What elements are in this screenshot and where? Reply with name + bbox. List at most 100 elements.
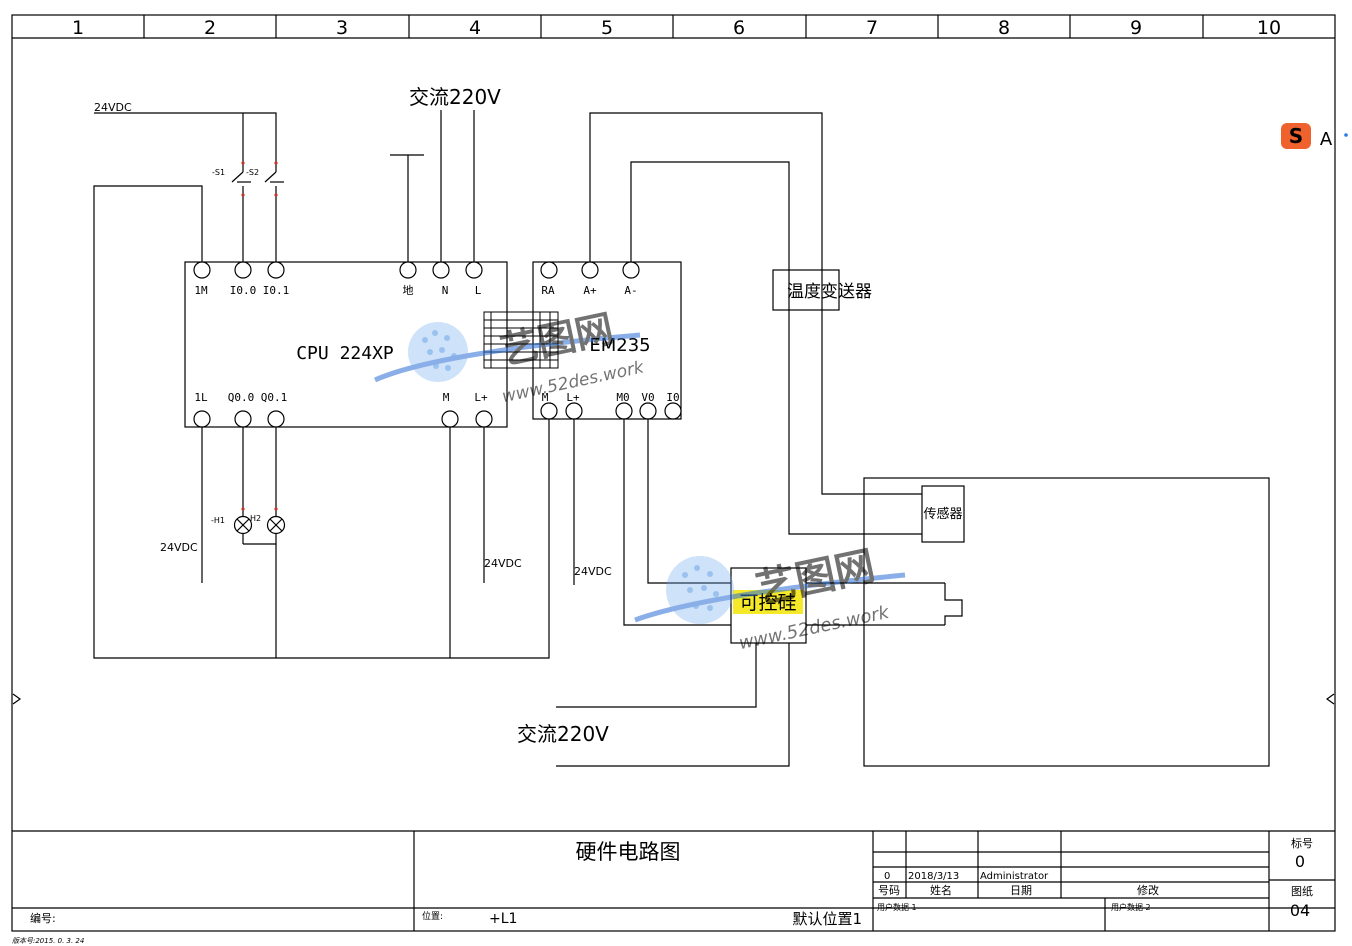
position-value: +L1 bbox=[489, 911, 517, 927]
column-number: 6 bbox=[733, 17, 745, 39]
drawing-frame bbox=[11, 14, 1336, 932]
s2-label: -S2 bbox=[246, 168, 259, 177]
cpu-terminal-label: 1M bbox=[194, 284, 208, 297]
column-number: 3 bbox=[336, 17, 348, 39]
s1-label: -S1 bbox=[212, 168, 225, 177]
drawing-title: 硬件电路图 bbox=[576, 840, 681, 864]
cpu-terminal-label: L bbox=[475, 284, 482, 297]
terminal-n bbox=[432, 261, 450, 279]
cpu-name: CPU 224XP bbox=[296, 343, 394, 364]
terminal-i0 bbox=[664, 402, 682, 420]
watermark-text: 艺图网 bbox=[497, 306, 618, 373]
terminal-q00 bbox=[234, 410, 252, 428]
cpu-terminal-label: M bbox=[443, 391, 450, 404]
labels: 24VDC -S1 -S2 交流220V 1M I0.0 I0.1 地 N L … bbox=[94, 85, 963, 746]
em-terminal-label: V0 bbox=[641, 391, 654, 404]
dc-label-top: 24VDC bbox=[94, 101, 132, 114]
user-data-1: 用户数据 1 bbox=[877, 902, 917, 912]
header-modify: 修改 bbox=[1137, 883, 1159, 897]
column-number: 5 bbox=[601, 17, 613, 39]
terminal-l bbox=[465, 261, 483, 279]
h2-label: H2 bbox=[250, 514, 261, 523]
em-terminal-label: L+ bbox=[566, 391, 580, 404]
column-number: 4 bbox=[469, 17, 481, 39]
ime-s-icon: S bbox=[1289, 124, 1303, 148]
header-date: 日期 bbox=[1010, 884, 1032, 897]
position-label: 位置: bbox=[422, 910, 443, 922]
cpu-terminal-label: Q0.1 bbox=[261, 391, 288, 404]
column-number: 7 bbox=[866, 17, 878, 39]
transmitter-label: 温度变送器 bbox=[787, 282, 872, 302]
em-terminal-label: I0 bbox=[666, 391, 679, 404]
dc-label-out: 24VDC bbox=[160, 541, 198, 554]
dc-label-em: 24VDC bbox=[574, 565, 612, 578]
terminal-ground bbox=[399, 261, 417, 279]
column-number: 1 bbox=[72, 17, 84, 39]
number-label: 编号: bbox=[30, 911, 56, 925]
transmitter-box bbox=[772, 269, 840, 311]
ime-dot-icon bbox=[1344, 133, 1348, 137]
user-data-2: 用户数据 2 bbox=[1111, 902, 1151, 912]
lamp-h1-icon bbox=[233, 515, 253, 535]
dc-label-cpu: 24VDC bbox=[484, 557, 522, 570]
module-boxes bbox=[184, 261, 1270, 767]
terminal-a-plus bbox=[581, 261, 599, 279]
lamp-h2-icon bbox=[266, 515, 286, 535]
mark-label: 标号 bbox=[1291, 836, 1313, 850]
column-number: 8 bbox=[998, 17, 1010, 39]
terminal-i01 bbox=[267, 261, 285, 279]
terminal-lplus bbox=[475, 410, 493, 428]
column-number: 9 bbox=[1130, 17, 1142, 39]
watermark-text: 艺图网 bbox=[752, 543, 879, 613]
em-terminal-label: A+ bbox=[583, 284, 597, 297]
terminal-ra bbox=[540, 261, 558, 279]
em-terminal-label: M bbox=[542, 391, 549, 404]
cpu-terminal-label: 地 bbox=[403, 284, 414, 297]
ac-label-bottom: 交流220V bbox=[517, 722, 609, 746]
switch-s2 bbox=[264, 163, 284, 195]
terminal-i00 bbox=[234, 261, 252, 279]
cpu-terminal-label: 1L bbox=[194, 391, 208, 404]
wiring bbox=[93, 110, 963, 767]
terminal-em-m bbox=[540, 402, 558, 420]
ime-toolbar[interactable]: S A bbox=[1281, 123, 1348, 150]
cpu-terminal-label: Q0.0 bbox=[228, 391, 255, 404]
wire-dots bbox=[241, 161, 278, 511]
column-number: 10 bbox=[1257, 17, 1281, 39]
revision-date: 2018/3/13 bbox=[908, 871, 959, 882]
h1-label: -H1 bbox=[211, 516, 225, 525]
em-terminal-label: A- bbox=[624, 284, 637, 297]
header-number: 号码 bbox=[878, 884, 900, 897]
terminal-m0 bbox=[615, 402, 633, 420]
ac-label-top: 交流220V bbox=[409, 85, 501, 109]
em235-module bbox=[532, 261, 682, 420]
revision-author: Administrator bbox=[980, 871, 1049, 882]
column-number: 2 bbox=[204, 17, 216, 39]
bus-connector bbox=[483, 311, 559, 369]
revision-number: 0 bbox=[884, 871, 890, 882]
sheet-label: 图纸 bbox=[1291, 885, 1313, 898]
title-block-text: 硬件电路图 编号: 位置: +L1 默认位置1 0 2018/3/13 Admi… bbox=[30, 836, 1313, 928]
title-block bbox=[12, 831, 1335, 931]
terminals bbox=[193, 261, 682, 428]
sensor-box bbox=[921, 485, 965, 543]
watermark-logo: 艺图网 www.52des.work bbox=[373, 306, 647, 407]
cpu-terminal-label: N bbox=[442, 284, 449, 297]
column-numbers: 1 2 3 4 5 6 7 8 9 10 bbox=[72, 17, 1281, 39]
terminal-m bbox=[441, 410, 459, 428]
terminal-1l bbox=[193, 410, 211, 428]
header-name: 姓名 bbox=[930, 883, 952, 897]
em-terminal-label: RA bbox=[541, 284, 555, 297]
terminal-1m bbox=[193, 261, 211, 279]
cpu-terminal-label: I0.0 bbox=[230, 284, 257, 297]
switch-s1 bbox=[231, 163, 251, 195]
version-label: 版本号:2015. 0. 3. 24 bbox=[12, 937, 84, 945]
terminal-em-lplus bbox=[565, 402, 583, 420]
em-terminal-label: M0 bbox=[616, 391, 629, 404]
sheet-value: 04 bbox=[1290, 901, 1310, 920]
mark-value: 0 bbox=[1295, 852, 1305, 871]
default-position: 默认位置1 bbox=[792, 910, 862, 928]
process-box bbox=[863, 477, 1270, 767]
ime-mode-label[interactable]: A bbox=[1320, 129, 1333, 150]
terminal-q01 bbox=[267, 410, 285, 428]
